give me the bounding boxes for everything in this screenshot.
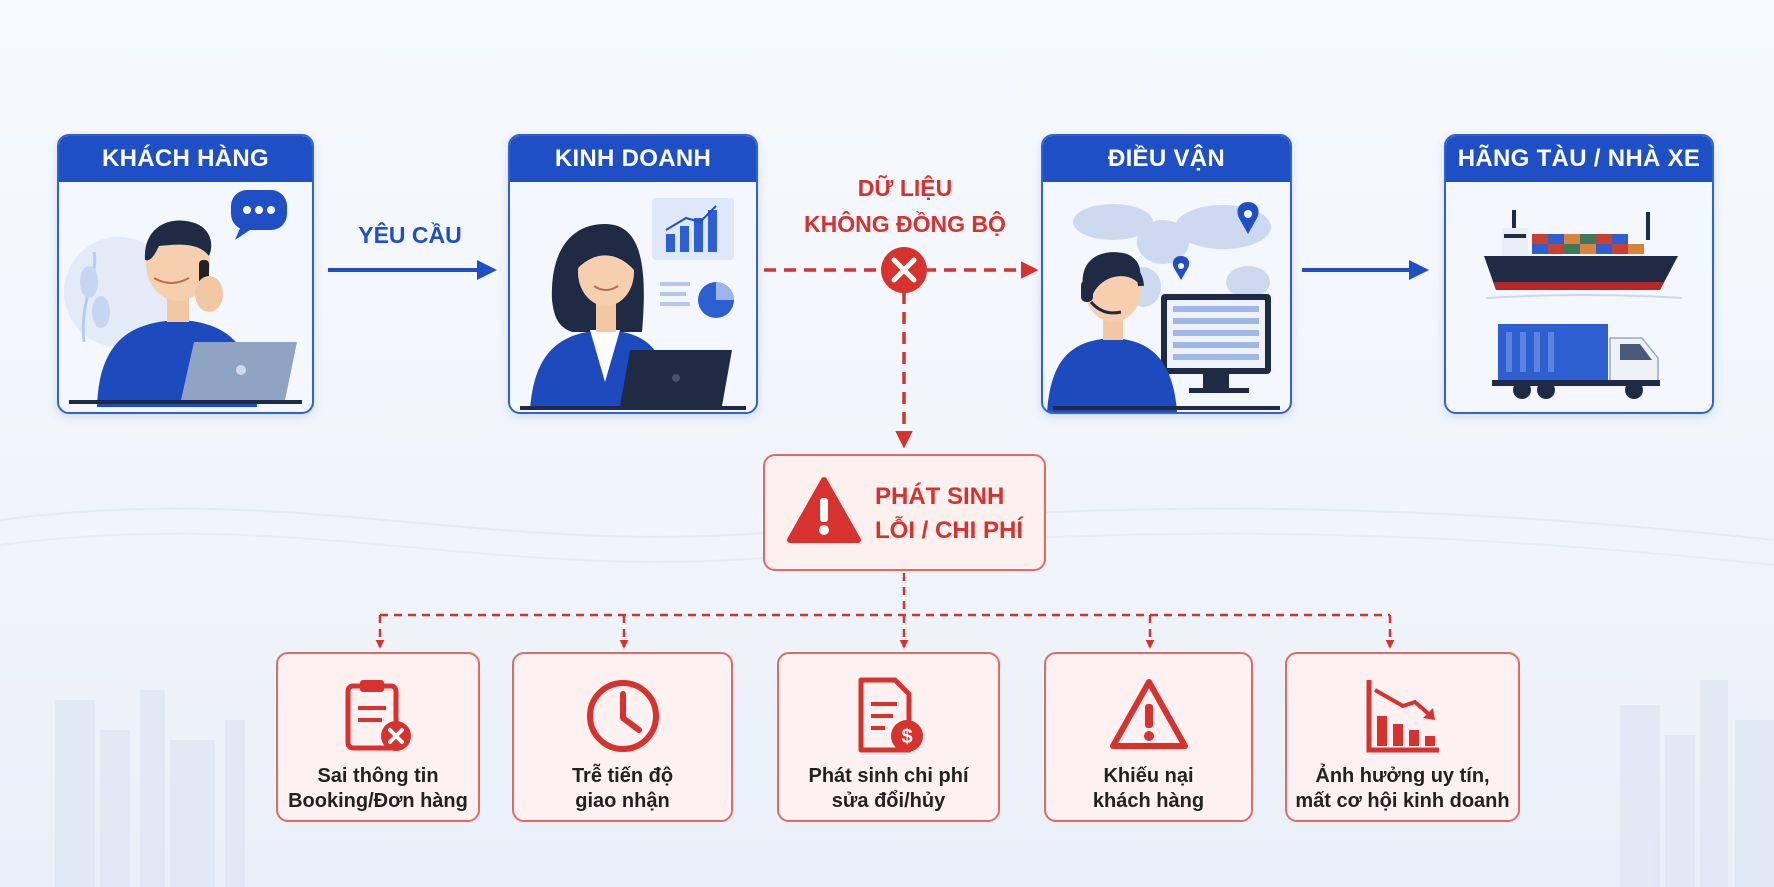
impact-4-line1: Khiếu nại bbox=[1103, 765, 1194, 787]
warning-triangle-icon bbox=[787, 477, 861, 543]
clock-icon bbox=[586, 680, 659, 752]
invoice-dollar-icon: $ bbox=[858, 677, 923, 753]
impact-3-line2: sửa đổi/hủy bbox=[831, 790, 946, 812]
declining-chart-icon bbox=[1366, 680, 1439, 753]
node-dispatch-title: ĐIỀU VẬN bbox=[1043, 136, 1290, 182]
impact-reputation: Ảnh hưởng uy tín, mất cơ hội kinh doanh bbox=[1285, 652, 1520, 822]
node-carrier: HÃNG TÀU / NHÀ XE bbox=[1444, 134, 1714, 414]
node-sales: KINH DOANH bbox=[508, 134, 758, 414]
impact-3-line1: Phát sinh chi phí bbox=[808, 765, 969, 787]
impact-4-line2: khách hàng bbox=[1092, 790, 1205, 812]
impact-5-line1: Ảnh hưởng uy tín, bbox=[1315, 765, 1490, 787]
impact-1-line1: Sai thông tin bbox=[317, 765, 439, 787]
alert-errors-costs: PHÁT SINH LỖI / CHI PHÍ bbox=[763, 454, 1046, 571]
impact-1-line2: Booking/Đơn hàng bbox=[288, 790, 468, 812]
request-label: YÊU CẦU bbox=[358, 222, 462, 248]
alert-line1: PHÁT SINH bbox=[875, 483, 1005, 510]
node-customer-title: KHÁCH HÀNG bbox=[59, 136, 312, 182]
node-carrier-title: HÃNG TÀU / NHÀ XE bbox=[1446, 136, 1712, 182]
impact-5-line2: mất cơ hội kinh doanh bbox=[1295, 790, 1510, 812]
unsynced-data-label: DỮ LIỆU KHÔNG ĐỒNG BỘ bbox=[780, 170, 1030, 242]
ship-and-truck-illustration bbox=[1484, 210, 1683, 399]
node-dispatch: ĐIỀU VẬN bbox=[1041, 134, 1292, 414]
node-sales-title: KINH DOANH bbox=[510, 136, 756, 182]
impact-2-line1: Trễ tiến độ bbox=[571, 765, 674, 787]
node-customer: KHÁCH HÀNG bbox=[57, 134, 314, 414]
svg-text:$: $ bbox=[901, 726, 912, 748]
impact-extra-costs: $ Phát sinh chi phí sửa đổi/hủy bbox=[777, 652, 1000, 822]
sales-agent-illustration bbox=[520, 198, 746, 410]
truck-icon bbox=[1492, 324, 1660, 399]
impact-branches bbox=[375, 573, 1395, 649]
unsynced-data-label-line2: KHÔNG ĐỒNG BỘ bbox=[804, 211, 1006, 237]
dispatcher-illustration bbox=[1047, 202, 1280, 412]
clipboard-x-icon bbox=[345, 680, 411, 751]
impact-delay: Trễ tiến độ giao nhận bbox=[512, 652, 733, 822]
skyline-decoration bbox=[55, 680, 1774, 887]
impact-2-line2: giao nhận bbox=[575, 790, 670, 812]
container-ship-icon bbox=[1484, 210, 1683, 299]
alert-line2: LỖI / CHI PHÍ bbox=[875, 517, 1024, 544]
unsynced-data-label-line1: DỮ LIỆU bbox=[857, 175, 953, 201]
warning-icon bbox=[1109, 679, 1188, 749]
customer-on-phone-illustration bbox=[64, 190, 302, 407]
broken-link-icon bbox=[881, 247, 927, 293]
impact-complaints: Khiếu nại khách hàng bbox=[1044, 652, 1253, 822]
impact-wrong-booking: Sai thông tin Booking/Đơn hàng bbox=[276, 652, 480, 822]
